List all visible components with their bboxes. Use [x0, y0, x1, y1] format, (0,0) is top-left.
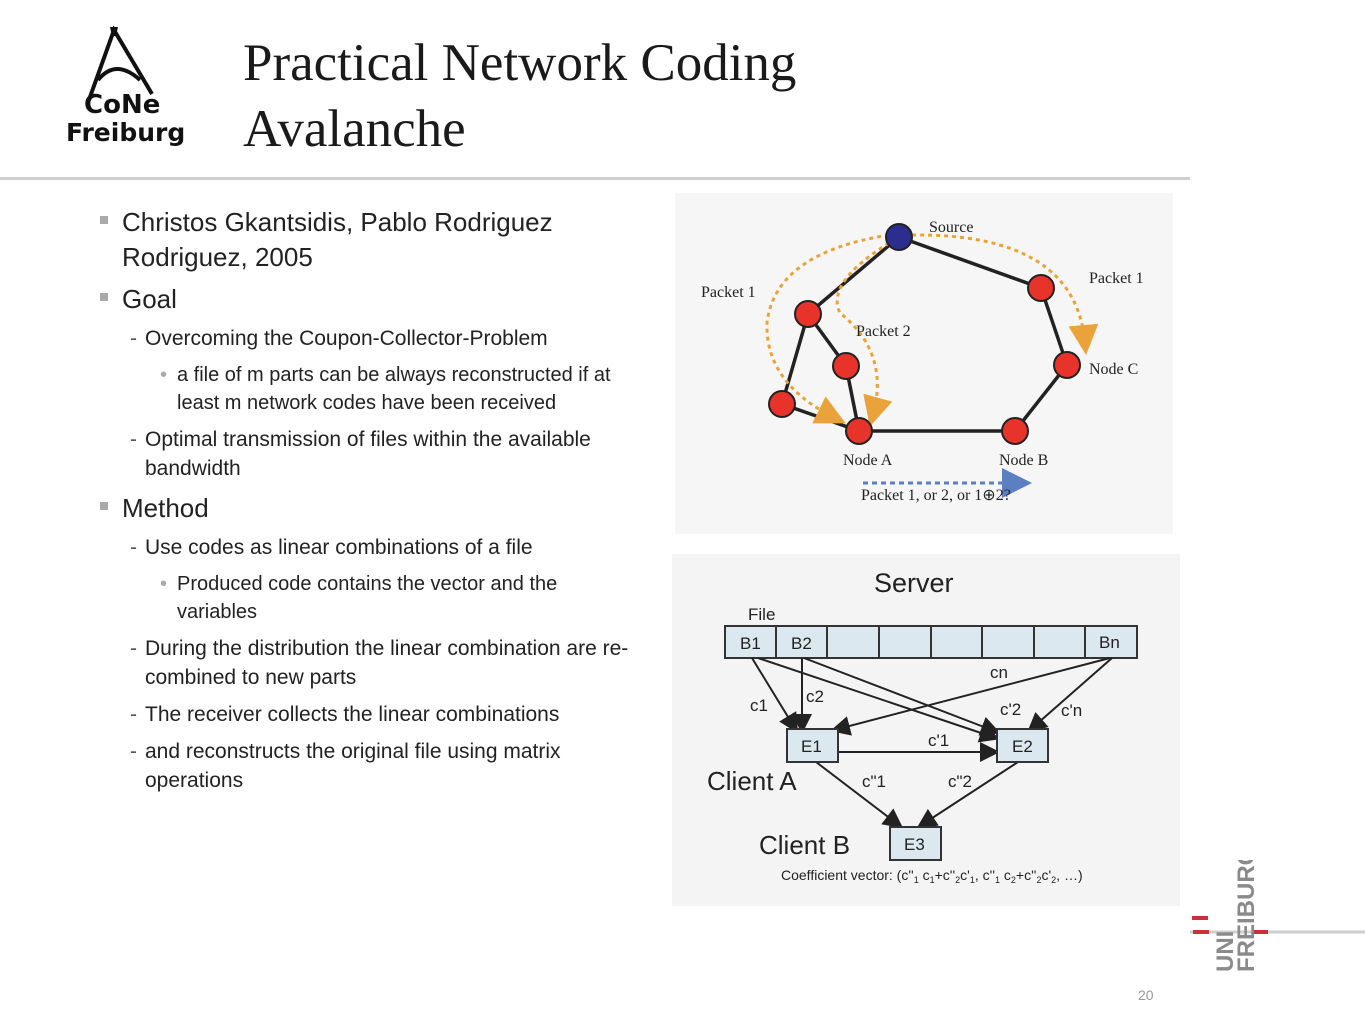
bullet-goal: Goal — [100, 282, 640, 317]
label-cpp2: c"2 — [948, 772, 972, 791]
label-cn: cn — [990, 663, 1008, 682]
bullet-text: Produced code contains the vector and th… — [177, 573, 558, 623]
encoded-blocks — [786, 728, 1049, 861]
node-b-label: Node B — [999, 452, 1048, 469]
cone-freiburg-logo: CoNe Freiburg — [62, 22, 202, 152]
graph-node — [1027, 274, 1055, 302]
title-line-2: Avalanche — [243, 100, 466, 158]
bullet-authors: Christos Gkantsidis, Pablo Rodriguez Rod… — [100, 205, 640, 275]
block-e3 — [889, 826, 942, 861]
bullet-text: Goal — [122, 284, 177, 314]
label-e2: E2 — [1012, 737, 1033, 756]
dash-bullet-icon: - — [130, 703, 137, 726]
page-number: 20 — [1138, 987, 1154, 1003]
block-e2 — [996, 728, 1049, 763]
source-label: Source — [929, 219, 973, 236]
dash-bullet-icon: - — [130, 327, 137, 350]
label-e3: E3 — [904, 835, 925, 854]
block-bn: Bn — [1099, 633, 1120, 652]
sub-sub-bullet: • Produced code contains the vector and t… — [100, 570, 640, 626]
logo-line-freiburg: Freiburg — [66, 118, 186, 147]
graph-node — [794, 300, 822, 328]
bullet-text: Christos Gkantsidis, Pablo Rodriguez Rod… — [122, 207, 553, 272]
label-cp1: c'1 — [928, 731, 949, 750]
bullet-text: Use codes as linear combinations of a fi… — [145, 536, 533, 559]
sub-bullet: -Overcoming the Coupon-Collector-Problem — [100, 324, 640, 353]
square-bullet-icon — [100, 502, 108, 510]
sub-bullet: -and reconstructs the original file usin… — [100, 737, 640, 795]
sub-bullet: -During the distribution the linear comb… — [100, 634, 640, 692]
graph-nodes — [768, 223, 1081, 445]
avalanche-diagram: Server File B1 B2 Bn — [672, 554, 1180, 906]
figure-caption: Packet 1, or 2, or 1⊕2? — [861, 487, 1011, 504]
uni-freiburg-logo: UNI FREIBURG — [1190, 847, 1365, 980]
label-cpp1: c"1 — [862, 772, 886, 791]
bullet-method: Method — [100, 491, 640, 526]
packet1-left-label: Packet 1 — [701, 284, 756, 301]
coefficient-vector: Coefficient vector: (c''1 c1+c''2c'1, c'… — [781, 867, 1083, 885]
label-e1: E1 — [801, 737, 822, 756]
bullet-text: Optimal transmission of files within the… — [145, 428, 591, 480]
graph-node — [768, 390, 796, 418]
slide-title: Practical Network Coding Avalanche — [243, 30, 796, 162]
freiburg-label: FREIBURG — [1233, 860, 1260, 972]
sub-bullet: -Use codes as linear combinations of a f… — [100, 533, 640, 562]
packet2-label: Packet 2 — [856, 323, 911, 340]
dash-bullet-icon: - — [130, 536, 137, 559]
title-line-1: Practical Network Coding — [243, 34, 797, 92]
packet-flow-arrows — [765, 233, 1099, 427]
label-cp2: c'2 — [1000, 700, 1021, 719]
bullet-text: Method — [122, 493, 209, 523]
logo-line-cone: CoNe — [84, 90, 161, 120]
network-coding-figure: Source Packet 1 Packet 1 Packet 2 Node C… — [675, 193, 1173, 534]
dot-bullet-icon: • — [160, 573, 168, 595]
node-c-label: Node C — [1089, 361, 1138, 378]
file-label: File — [748, 605, 775, 624]
block-b1: B1 — [740, 634, 761, 653]
client-a-label: Client A — [707, 766, 797, 796]
dash-bullet-icon: - — [130, 740, 137, 763]
bullet-text: a file of m parts can be always reconstr… — [177, 364, 611, 414]
source-node — [885, 223, 913, 251]
logo-arc-icon — [88, 25, 154, 98]
sub-bullet: -Optimal transmission of files within th… — [100, 425, 640, 483]
packet1-right-label: Packet 1 — [1089, 270, 1144, 287]
sub-bullet: -The receiver collects the linear combin… — [100, 700, 640, 729]
title-divider — [0, 177, 1190, 180]
bullet-text: The receiver collects the linear combina… — [145, 703, 560, 726]
uni-label: UNI — [1212, 931, 1239, 972]
bullet-text: and reconstructs the original file using… — [145, 740, 561, 792]
block-b2: B2 — [791, 634, 812, 653]
graph-node — [832, 352, 860, 380]
graph-edges — [780, 235, 1069, 433]
client-b-label: Client B — [759, 830, 850, 860]
square-bullet-icon — [100, 216, 108, 224]
node-a-label: Node A — [843, 452, 893, 469]
label-cpn: c'n — [1061, 701, 1082, 720]
sub-sub-bullet: • a file of m parts can be always reconst… — [100, 361, 640, 417]
label-c2: c2 — [806, 687, 824, 706]
combination-arrows — [751, 657, 1113, 829]
dash-bullet-icon: - — [130, 428, 137, 451]
bullet-list: Christos Gkantsidis, Pablo Rodriguez Rod… — [100, 205, 640, 803]
label-c1: c1 — [750, 696, 768, 715]
dash-bullet-icon: - — [130, 637, 137, 660]
node-c — [1053, 351, 1081, 379]
server-label: Server — [874, 568, 954, 598]
dot-bullet-icon: • — [160, 364, 168, 386]
bullet-text: During the distribution the linear combi… — [145, 637, 629, 689]
block-e1 — [786, 728, 839, 763]
node-a — [845, 417, 873, 445]
bullet-text: Overcoming the Coupon-Collector-Problem — [145, 327, 548, 350]
square-bullet-icon — [100, 293, 108, 301]
node-b — [1001, 417, 1029, 445]
file-blocks — [724, 625, 1138, 659]
